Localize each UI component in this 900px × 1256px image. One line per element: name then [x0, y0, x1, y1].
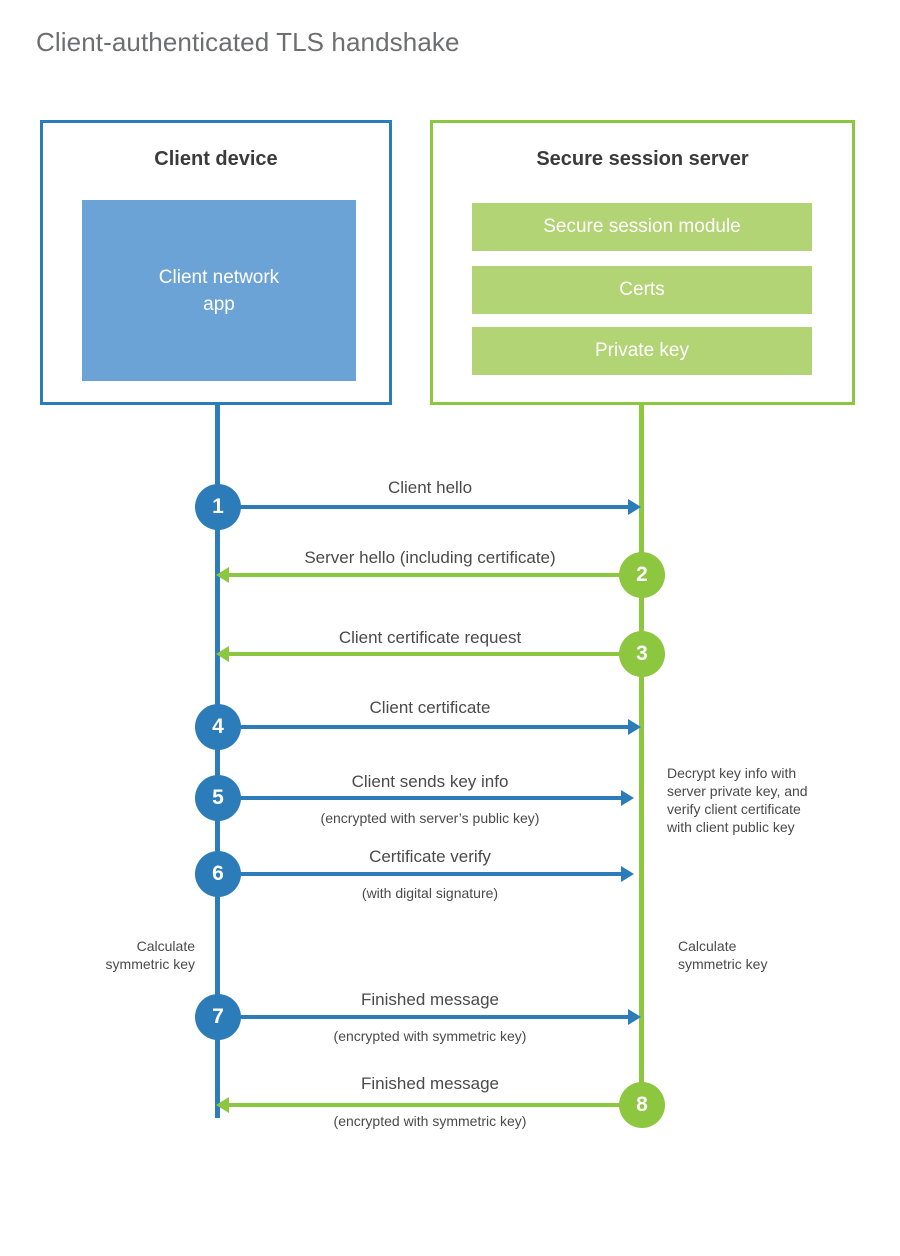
- step-8-label: Finished message: [361, 1074, 499, 1093]
- step-3-arrow-head-icon: [216, 646, 229, 662]
- client-device-box: Client device Client network app: [40, 120, 392, 405]
- step-7-label: Finished message: [361, 990, 499, 1009]
- step-5-arrow-head-icon: [621, 790, 634, 806]
- client-device-title: Client device: [154, 148, 278, 170]
- step-6-circle[interactable]: 6: [195, 851, 241, 897]
- step-5-circle[interactable]: 5: [195, 775, 241, 821]
- step-1-label: Client hello: [387, 478, 473, 497]
- step-7-arrow-head-icon: [628, 1009, 641, 1025]
- step-7-circle[interactable]: 7: [195, 994, 241, 1040]
- server-block-secure-session-module: Secure session module: [472, 203, 812, 251]
- step-1-circle[interactable]: 1: [195, 484, 241, 530]
- step-2-arrow-head-icon: [216, 567, 229, 583]
- step-8-arrow-line: [228, 1103, 640, 1107]
- page-title: Client-authenticated TLS handshake: [36, 27, 460, 57]
- step-3-label: Client certificate request: [338, 628, 522, 647]
- step-8-arrow-head-icon: [216, 1097, 229, 1113]
- step-1-arrow-head-icon: [628, 499, 641, 515]
- server-decrypt-note: Decrypt key info with server private key…: [667, 765, 808, 835]
- server-block-private-key: Private key: [472, 327, 812, 375]
- step-1-arrow-line: [218, 505, 628, 509]
- server-lifeline: [639, 405, 644, 1105]
- step-6-arrow-head-icon: [621, 866, 634, 882]
- step-5-sublabel: (encrypted with server’s public key): [320, 810, 540, 826]
- step-2-circle[interactable]: 2: [619, 552, 665, 598]
- step-8-circle[interactable]: 8: [619, 1082, 665, 1128]
- server-block-certs: Certs: [472, 266, 812, 314]
- client-network-app-block: Client network app: [82, 200, 356, 381]
- step-7-arrow-line: [218, 1015, 628, 1019]
- client-calculate-symmetric-key-note: Calculate symmetric key: [105, 938, 195, 972]
- step-4-arrow-head-icon: [628, 719, 641, 735]
- secure-session-server-title: Secure session server: [536, 148, 749, 170]
- step-6-arrow-line: [218, 872, 621, 876]
- step-6-label: Certificate verify: [369, 847, 491, 866]
- server-calculate-symmetric-key-note: Calculate symmetric key: [678, 938, 768, 972]
- step-4-circle[interactable]: 4: [195, 704, 241, 750]
- step-3-circle[interactable]: 3: [619, 631, 665, 677]
- step-8-sublabel: (encrypted with symmetric key): [333, 1113, 527, 1129]
- step-7-sublabel: (encrypted with symmetric key): [333, 1028, 527, 1044]
- step-4-label: Client certificate: [369, 698, 491, 717]
- step-5-arrow-line: [218, 796, 621, 800]
- client-lifeline: [215, 405, 220, 1118]
- secure-session-server-box: Secure session server Secure session mod…: [430, 120, 855, 405]
- step-2-arrow-line: [228, 573, 640, 577]
- step-2-label: Server hello (including certificate): [304, 548, 556, 567]
- step-4-arrow-line: [218, 725, 628, 729]
- step-3-arrow-line: [228, 652, 640, 656]
- step-5-label: Client sends key info: [351, 772, 509, 791]
- step-6-sublabel: (with digital signature): [361, 885, 499, 901]
